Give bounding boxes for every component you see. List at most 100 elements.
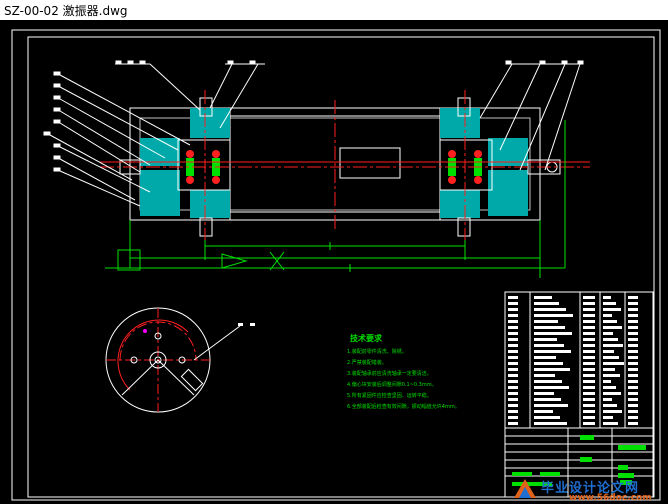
parts-list-entry: [628, 422, 638, 425]
parts-list-entry: [583, 404, 595, 407]
parts-list-entry: [583, 398, 595, 401]
parts-list-entry: [628, 392, 638, 395]
parts-list-entry: [628, 314, 638, 317]
drawing-canvas[interactable]: 技术要求 1.装配前零件清洗、除锈。 2.严禁装配错装。 3.装配轴承前应清洗轴…: [0, 20, 668, 504]
parts-list-entry: [583, 302, 595, 305]
technical-requirements-heading: 技术要求: [350, 334, 382, 343]
parts-list-entry: [603, 380, 611, 383]
parts-list-entry: [508, 380, 518, 383]
parts-list-entry: [583, 356, 595, 359]
parts-list-entry: [583, 392, 595, 395]
parts-list-entry: [603, 356, 619, 359]
parts-list-entry: [508, 302, 518, 305]
parts-list-entry: [534, 296, 552, 299]
requirement-4: 4.偏心块安装后调整间隙0.1~0.3mm。: [347, 382, 437, 388]
parts-list-rows: [508, 296, 638, 425]
parts-list-entry: [603, 320, 617, 323]
parts-list-entry: [508, 308, 518, 311]
parts-list-entry: [508, 314, 518, 317]
parts-list-entry: [603, 410, 622, 413]
parts-list-entry: [534, 368, 570, 371]
parts-list-entry: [603, 392, 621, 395]
parts-list-entry: [628, 404, 638, 407]
technical-requirements: 技术要求 1.装配前零件清洗、除锈。 2.严禁装配错装。 3.装配轴承前应清洗轴…: [347, 333, 497, 413]
parts-list-entry: [628, 320, 638, 323]
window-title: SZ-00-02 激振器.dwg: [4, 4, 128, 18]
watermark-title: 毕业设计论文网: [541, 481, 640, 496]
parts-list-entry: [603, 350, 614, 353]
parts-list-entry: [628, 296, 638, 299]
watermark: 毕业设计论文网 www.56doc.com: [507, 476, 667, 504]
requirement-1: 1.装配前零件清洗、除锈。: [347, 349, 407, 355]
parts-list-entry: [508, 338, 518, 341]
parts-list-entry: [534, 380, 562, 383]
parts-list-entry: [628, 350, 638, 353]
cad-drawing: [11, 29, 661, 501]
parts-list-entry: [628, 338, 638, 341]
parts-list-entry: [508, 362, 518, 365]
parts-list-entry: [534, 314, 573, 317]
parts-list-entry: [534, 416, 560, 419]
watermark-logo-icon: [514, 479, 536, 498]
parts-list-entry: [508, 368, 518, 371]
parts-list-entry: [583, 350, 595, 353]
parts-list-entry: [603, 386, 616, 389]
parts-list-entry: [603, 368, 615, 371]
parts-list-entry: [583, 368, 595, 371]
parts-list-entry: [534, 350, 571, 353]
parts-list-entry: [534, 422, 567, 425]
title-block-marks: [512, 435, 646, 486]
parts-list-entry: [628, 416, 638, 419]
inner-border: [27, 36, 655, 498]
parts-list-entry: [583, 308, 595, 311]
parts-list-entry: [508, 356, 518, 359]
parts-list-entry: [583, 296, 595, 299]
parts-list-entry: [628, 332, 638, 335]
parts-list-entry: [603, 296, 611, 299]
section-view: [105, 307, 255, 413]
parts-list-entry: [583, 344, 595, 347]
left-bearing-block: [119, 97, 231, 237]
parts-list-entry: [603, 314, 612, 317]
parts-list-entry: [603, 416, 613, 419]
watermark-url: www.56doc.com: [569, 493, 652, 503]
parts-list-entry: [508, 398, 518, 401]
parts-list-entry: [508, 350, 518, 353]
parts-list-entry: [628, 344, 638, 347]
parts-list-entry: [603, 326, 622, 329]
parts-list-entry: [508, 332, 518, 335]
parts-list-entry: [628, 386, 638, 389]
parts-list-entry: [534, 374, 555, 377]
parts-list-entry: [508, 410, 518, 413]
parts-list-entry: [628, 374, 638, 377]
leaders-left: [43, 71, 191, 207]
parts-list-entry: [583, 326, 595, 329]
parts-list-entry: [583, 386, 595, 389]
parts-list-entry: [534, 338, 557, 341]
parts-list-entry: [508, 344, 518, 347]
parts-list-entry: [603, 362, 624, 365]
parts-list-entry: [628, 362, 638, 365]
parts-list-entry: [534, 302, 559, 305]
parts-list-entry: [603, 404, 617, 407]
parts-list-entry: [603, 338, 618, 341]
leaders-top: [115, 60, 584, 171]
parts-list-entry: [628, 368, 638, 371]
outer-border: [11, 29, 661, 501]
parts-list-entry: [508, 320, 518, 323]
title-block: [504, 291, 654, 498]
parts-list-entry: [603, 308, 621, 311]
parts-list-entry: [583, 338, 595, 341]
parts-list-entry: [534, 362, 563, 365]
parts-list-entry: [628, 302, 638, 305]
requirement-6: 6.全部装配后检查有效间隙，振动幅值允许4mm。: [347, 404, 460, 410]
requirement-2: 2.严禁装配错装。: [347, 360, 387, 366]
right-bearing-block: [439, 97, 561, 237]
parts-list-entry: [603, 374, 620, 377]
parts-list-entry: [508, 296, 518, 299]
parts-list-entry: [583, 416, 595, 419]
parts-list-entry: [603, 332, 613, 335]
parts-list-entry: [583, 422, 595, 425]
parts-list-entry: [534, 398, 561, 401]
parts-list-entry: [583, 314, 595, 317]
